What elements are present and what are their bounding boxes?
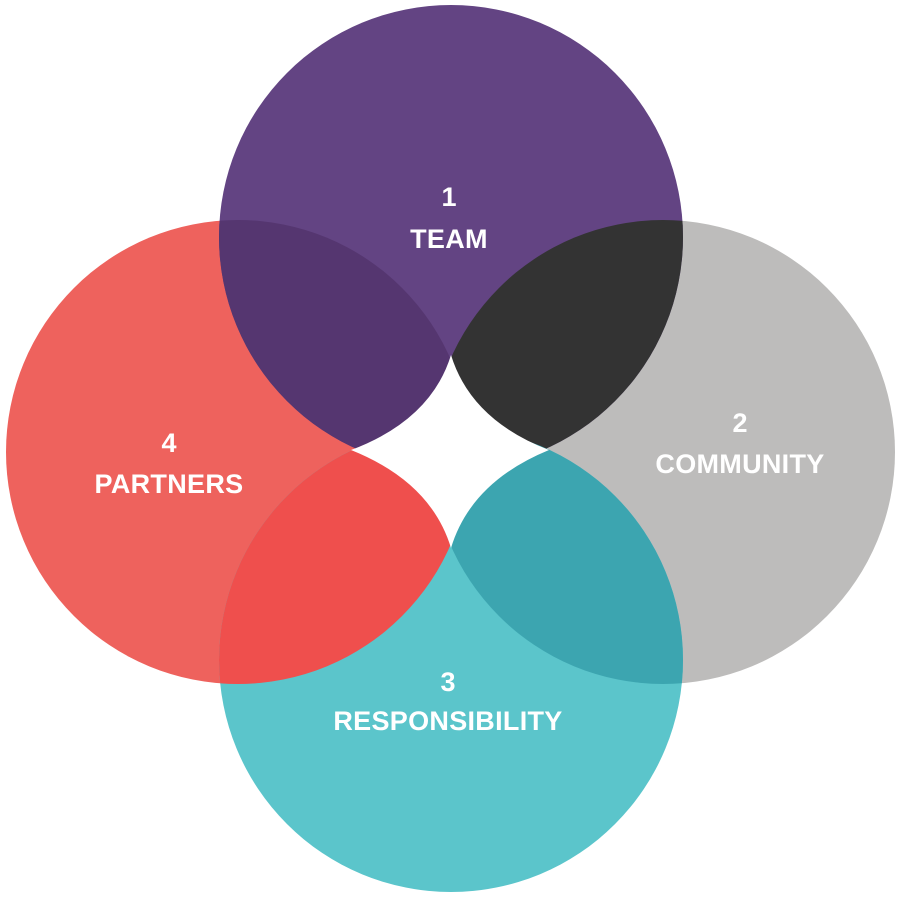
label-community: 2 COMMUNITY xyxy=(655,408,824,479)
center-star xyxy=(351,355,549,548)
partners-name: PARTNERS xyxy=(95,469,244,499)
team-number: 1 xyxy=(441,182,456,212)
label-team: 1 TEAM xyxy=(410,182,488,254)
label-responsibility: 3 RESPONSIBILITY xyxy=(333,667,562,736)
team-name: TEAM xyxy=(410,224,488,254)
community-name: COMMUNITY xyxy=(655,449,824,479)
label-partners: 4 PARTNERS xyxy=(95,428,244,499)
responsibility-number: 3 xyxy=(440,667,455,697)
community-number: 2 xyxy=(732,408,747,438)
partners-number: 4 xyxy=(161,428,176,458)
responsibility-name: RESPONSIBILITY xyxy=(333,706,562,736)
